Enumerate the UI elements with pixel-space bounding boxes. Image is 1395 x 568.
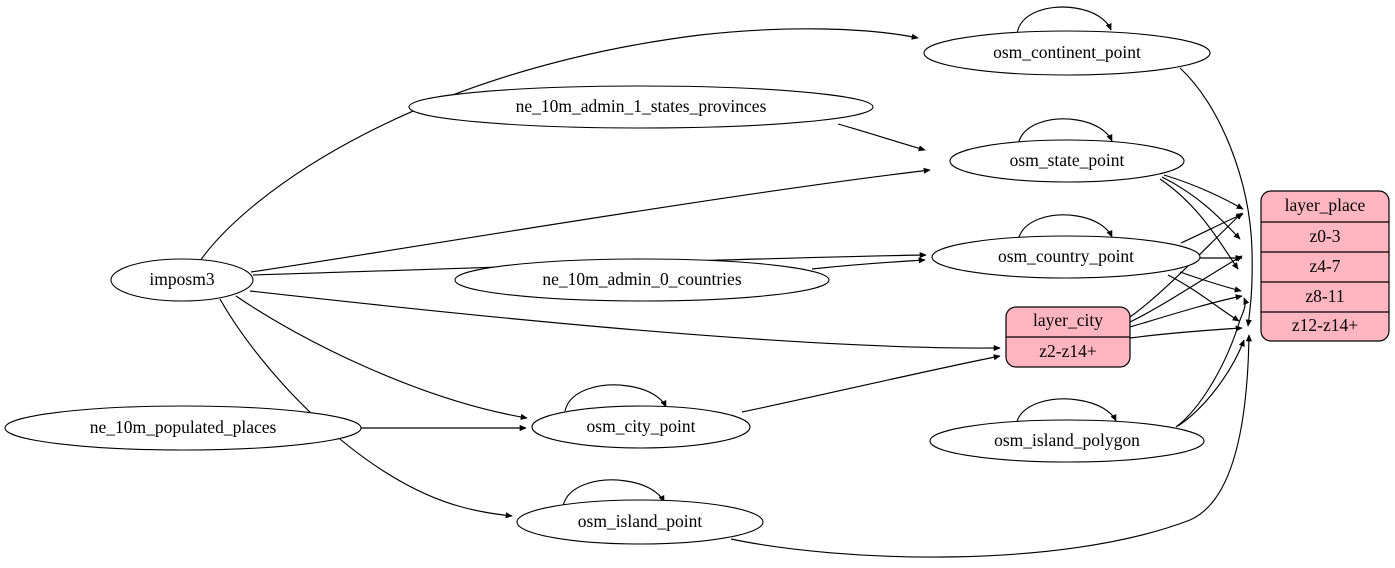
edge-layer-city-to-layer-place-z8-11 bbox=[1129, 294, 1243, 328]
node-label-osm-island-polygon: osm_island_polygon bbox=[994, 430, 1140, 450]
node-label-ne-populated: ne_10m_populated_places bbox=[90, 417, 277, 437]
node-label-ne-admin1: ne_10m_admin_1_states_provinces bbox=[516, 96, 767, 116]
node-osm-state-point[interactable]: osm_state_point bbox=[949, 139, 1185, 183]
edge-self-loop-osm-city-point bbox=[564, 384, 667, 412]
record-row-layer-place-z0-3[interactable]: z0-3 bbox=[1309, 226, 1340, 246]
record-layer: layer_place z0-3 z4-7 z8-11 z12-z14+ lay… bbox=[1005, 190, 1390, 368]
edge-osm-state-point-to-layer-place-z4-7 bbox=[1161, 176, 1241, 240]
node-label-osm-island-point: osm_island_point bbox=[578, 511, 703, 531]
node-osm-island-point[interactable]: osm_island_point bbox=[516, 499, 764, 545]
node-label-ne-admin0: ne_10m_admin_0_countries bbox=[542, 269, 741, 289]
node-imposm3[interactable]: imposm3 bbox=[110, 258, 254, 302]
edge-self-loop-osm-island-point bbox=[562, 479, 665, 507]
edge-osm-country-point-to-layer-place-z0-3 bbox=[1180, 213, 1244, 244]
edge-layer-city-to-layer-place-z4-7 bbox=[1129, 255, 1243, 323]
edge-osm-continent-point-to-layer-place-z12 bbox=[1179, 67, 1253, 327]
node-osm-island-polygon[interactable]: osm_island_polygon bbox=[929, 419, 1205, 463]
edge-osm-country-point-to-layer-place-z12 bbox=[1167, 274, 1240, 322]
node-layer-place[interactable]: layer_place z0-3 z4-7 z8-11 z12-z14+ bbox=[1260, 190, 1390, 342]
node-ne-10m-populated-places[interactable]: ne_10m_populated_places bbox=[4, 405, 362, 451]
edge-layer-city-to-layer-place-z12 bbox=[1129, 325, 1243, 339]
edge-osm-island-polygon-to-layer-place-z12 bbox=[1177, 339, 1245, 427]
edge-imposm3-to-layer-city bbox=[249, 290, 1001, 352]
edge-osm-state-point-to-layer-place-z8-11 bbox=[1159, 178, 1239, 270]
record-row-layer-place-z8-11[interactable]: z8-11 bbox=[1305, 286, 1344, 306]
edge-layer-city-to-layer-place-z0-3 bbox=[1129, 212, 1243, 318]
edge-self-loop-osm-state-point bbox=[1017, 118, 1113, 146]
record-row-layer-place-z12-z14[interactable]: z12-z14+ bbox=[1292, 315, 1358, 335]
node-ne-10m-admin-0-countries[interactable]: ne_10m_admin_0_countries bbox=[454, 258, 830, 302]
edge-osm-island-point-to-layer-place-z12 bbox=[730, 334, 1252, 558]
node-osm-continent-point[interactable]: osm_continent_point bbox=[923, 30, 1211, 76]
edge-osm-island-polygon-to-layer-place-z8-11 bbox=[1175, 297, 1250, 428]
edge-self-loop-osm-island-polygon bbox=[1015, 398, 1117, 426]
edge-osm-country-point-to-layer-place-z8-11 bbox=[1179, 271, 1242, 293]
node-osm-city-point[interactable]: osm_city_point bbox=[531, 405, 751, 449]
edge-imposm3-to-osm-island-point bbox=[219, 298, 513, 519]
edge-osm-state-point-to-layer-place-z0-3 bbox=[1163, 174, 1244, 210]
record-row-layer-city-z2-z14[interactable]: z2-z14+ bbox=[1039, 341, 1097, 361]
edge-imposm3-to-osm-continent-point bbox=[199, 28, 919, 262]
edge-ne-admin1-to-osm-state-point bbox=[837, 123, 926, 152]
node-ne-10m-admin-1-states-provinces[interactable]: ne_10m_admin_1_states_provinces bbox=[408, 85, 874, 129]
edge-self-loop-osm-country-point bbox=[1017, 214, 1113, 242]
edge-ne-admin0-to-osm-country-point bbox=[811, 257, 926, 270]
edge-self-loop-osm-continent-point bbox=[1016, 6, 1112, 35]
node-layer-city[interactable]: layer_city z2-z14+ bbox=[1005, 306, 1131, 368]
record-row-layer-city-title: layer_city bbox=[1033, 310, 1103, 330]
edge-layer bbox=[199, 6, 1253, 558]
record-row-layer-place-title: layer_place bbox=[1285, 195, 1366, 215]
node-layer: imposm3 ne_10m_admin_1_states_provinces … bbox=[4, 30, 1211, 545]
edge-imposm3-to-osm-state-point bbox=[250, 167, 931, 273]
edge-imposm3-to-osm-city-point bbox=[235, 295, 528, 420]
node-label-osm-continent-point: osm_continent_point bbox=[993, 42, 1141, 62]
edge-osm-city-point-to-layer-city-z2 bbox=[741, 354, 1001, 413]
node-label-osm-state-point: osm_state_point bbox=[1010, 150, 1125, 170]
node-label-osm-country-point: osm_country_point bbox=[998, 246, 1134, 266]
node-osm-country-point[interactable]: osm_country_point bbox=[931, 235, 1201, 279]
node-label-osm-city-point: osm_city_point bbox=[587, 416, 696, 436]
record-row-layer-place-z4-7[interactable]: z4-7 bbox=[1309, 256, 1340, 276]
node-label-imposm3: imposm3 bbox=[149, 269, 214, 289]
